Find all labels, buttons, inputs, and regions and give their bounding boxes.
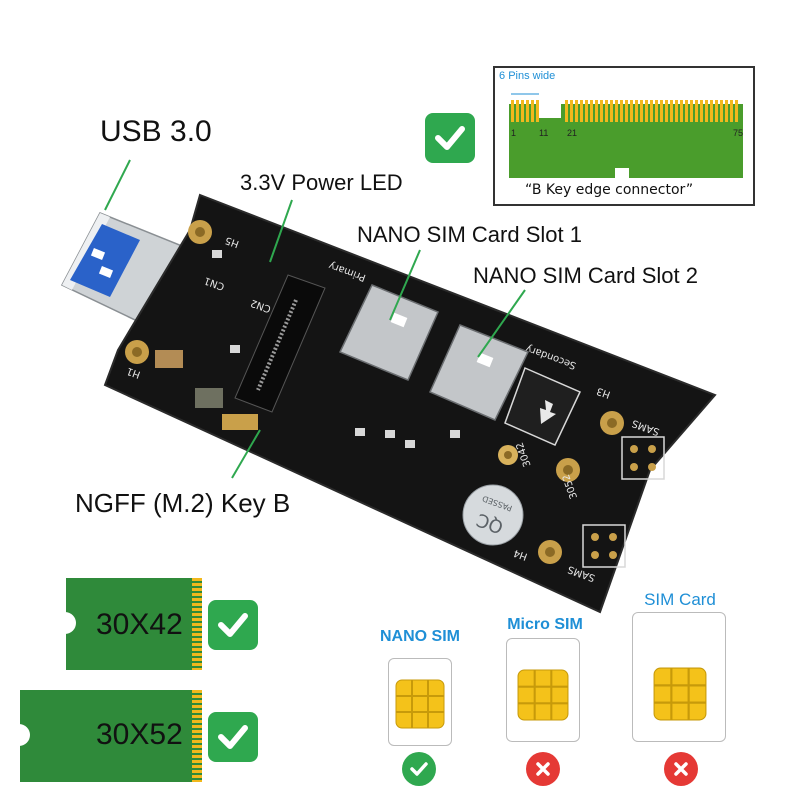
ngff-key-b-label: NGFF (M.2) Key B (75, 488, 291, 518)
m2-size-label: 30X42 (96, 608, 183, 641)
pins-wide-count: 6 (499, 70, 506, 82)
m2-size-label: 30X52 (96, 718, 183, 751)
edge-connector-drawing (509, 93, 743, 178)
nano-sim-label: NANO SIM (380, 628, 460, 645)
cross-icon (664, 752, 698, 786)
cross-icon (526, 752, 560, 786)
power-led-label: 3.3V Power LED (240, 170, 403, 195)
silk-h3: H3 (595, 385, 612, 400)
silk-h1: H1 (125, 365, 142, 380)
usb-label: USB 3.0 (100, 115, 212, 148)
callout-lines (104, 159, 526, 479)
micro-sim-card (506, 638, 580, 742)
pin-number-75: 75 (733, 128, 744, 138)
edge-connector-inset: 6 Pins wide 1 11 21 75 “B Key edge conne… (493, 66, 755, 206)
sim-card-label: SIM Card (644, 590, 716, 609)
sim-chip-icon (395, 679, 445, 729)
pin-number-1: 1 (511, 128, 517, 138)
check-icon (208, 600, 258, 650)
edge-connector-caption: “B Key edge connector” (525, 182, 694, 198)
sim-chip-icon (653, 667, 707, 721)
m2-card-30x42: 30X42 (64, 578, 202, 670)
check-icon (208, 712, 258, 762)
sim-slot-1-label: NANO SIM Card Slot 1 (357, 222, 582, 247)
check-icon (425, 113, 475, 163)
sim-chip-icon (517, 669, 569, 721)
pin-number-11: 11 (539, 128, 549, 138)
nano-sim-card (388, 658, 452, 746)
pcb-board: QC PASSED CN1 CN2 H5 H1 H3 H4 SAMS SAMS … (103, 193, 717, 614)
m2-card-30x52: 30X52 (18, 690, 202, 782)
sim-slot-2-label: NANO SIM Card Slot 2 (473, 263, 698, 288)
silk-h5: H5 (224, 234, 241, 249)
silk-h4: H4 (512, 547, 529, 562)
micro-sim-label: Micro SIM (507, 616, 583, 633)
check-icon (402, 752, 436, 786)
pin-number-21: 21 (567, 128, 578, 138)
standard-sim-card (632, 612, 726, 742)
pins-wide-label: Pins wide (508, 70, 556, 82)
